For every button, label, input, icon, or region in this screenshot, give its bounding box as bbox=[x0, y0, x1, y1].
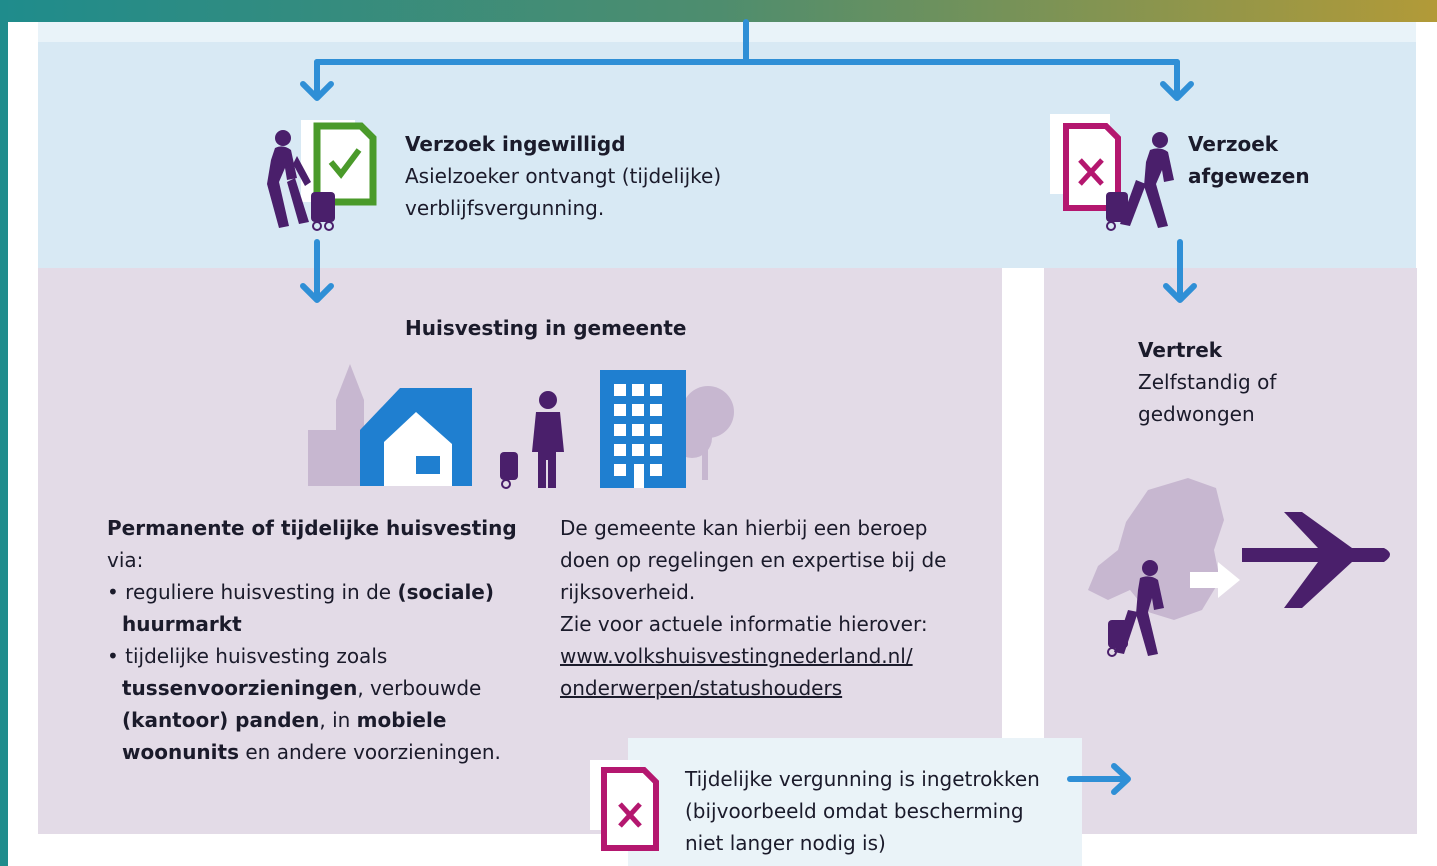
departure-block: Vertrek Zelfstandig of gedwongen bbox=[1138, 334, 1276, 430]
bullet-2-bold-1: tussenvoorzieningen bbox=[122, 676, 358, 700]
info-line-2: doen op regelingen en expertise bij de bbox=[560, 548, 947, 572]
info-line-1: De gemeente kan hierbij een beroep bbox=[560, 516, 928, 540]
top-gradient-bar bbox=[0, 0, 1437, 22]
church-icon bbox=[308, 364, 364, 486]
traveller-icon bbox=[500, 391, 564, 489]
granted-line-1: Asielzoeker ontvangt (tijdelijke) bbox=[405, 164, 722, 188]
document-cross-icon bbox=[590, 760, 659, 851]
granted-block: Verzoek ingewilligd Asielzoeker ontvangt… bbox=[405, 128, 721, 224]
document-cross-icon bbox=[1050, 114, 1174, 231]
rejected-title-2: afgewezen bbox=[1188, 164, 1310, 188]
housing-options-heading: Permanente of tijdelijke huisvesting bbox=[107, 516, 517, 540]
departure-line-1: Zelfstandig of bbox=[1138, 370, 1277, 394]
bullet-1-bold: (sociale) bbox=[397, 580, 495, 604]
bullet-2-bold-3: mobiele bbox=[356, 708, 447, 732]
bullet-2-rest-1: , verbouwde bbox=[357, 676, 482, 700]
arrow-right-icon bbox=[1190, 562, 1240, 598]
granted-title: Verzoek ingewilligd bbox=[405, 132, 626, 156]
bullet-2-text: • tijdelijke huisvesting zoals bbox=[107, 644, 388, 668]
office-building-icon bbox=[600, 370, 686, 488]
municipality-info-text: De gemeente kan hierbij een beroep doen … bbox=[560, 512, 990, 704]
housing-illustration bbox=[308, 364, 734, 489]
info-line-3: rijksoverheid. bbox=[560, 580, 696, 604]
arrow-right-icon bbox=[1111, 763, 1131, 795]
arrow-down-icon bbox=[1160, 81, 1194, 101]
decision-band-top bbox=[38, 22, 1416, 42]
rejected-block: Verzoek afgewezen bbox=[1188, 128, 1310, 192]
walking-person-icon bbox=[267, 120, 377, 231]
info-line-4: Zie voor actuele informatie hierover: bbox=[560, 612, 928, 636]
departure-illustration bbox=[1088, 478, 1390, 657]
housing-title: Huisvesting in gemeente bbox=[405, 316, 687, 340]
info-link-line-1[interactable]: www.volkshuisvestingnederland.nl/ bbox=[560, 644, 913, 668]
departure-title: Vertrek bbox=[1138, 338, 1223, 362]
revoked-line-2: (bijvoorbeeld omdat bescherming bbox=[685, 799, 1024, 823]
walking-person-icon bbox=[1107, 560, 1164, 657]
rejected-title-1: Verzoek bbox=[1188, 132, 1279, 156]
bullet-1-text: • reguliere huisvesting in de bbox=[107, 580, 398, 604]
airplane-icon bbox=[1242, 512, 1390, 608]
bullet-1-line-2: huurmarkt bbox=[122, 612, 242, 636]
revoked-note-box bbox=[628, 738, 1082, 866]
arrow-down-icon bbox=[300, 283, 334, 303]
document-check-icon bbox=[313, 122, 377, 206]
house-icon bbox=[360, 388, 472, 486]
walking-person-icon bbox=[1106, 132, 1174, 231]
arrow-down-icon bbox=[1163, 283, 1197, 303]
revoked-line-3: niet langer nodig is) bbox=[685, 831, 886, 855]
housing-options-heading-rest: via: bbox=[107, 548, 144, 572]
bullet-2-bold-2: (kantoor) panden bbox=[122, 708, 320, 732]
granted-line-2: verblijfsvergunning. bbox=[405, 196, 605, 220]
revoked-text: Tijdelijke vergunning is ingetrokken (bi… bbox=[685, 763, 1040, 859]
bullet-2-bold-4: woonunits bbox=[122, 740, 239, 764]
bullet-2-mid: , in bbox=[319, 708, 357, 732]
revoked-line-1: Tijdelijke vergunning is ingetrokken bbox=[685, 767, 1040, 791]
bullet-2-rest-2: en andere voorzieningen. bbox=[239, 740, 501, 764]
arrow-down-icon bbox=[300, 81, 334, 101]
left-accent-bar bbox=[0, 0, 8, 866]
departure-line-2: gedwongen bbox=[1138, 402, 1255, 426]
housing-options-text: Permanente of tijdelijke huisvesting via… bbox=[107, 512, 547, 768]
info-link-line-2[interactable]: onderwerpen/statushouders bbox=[560, 676, 843, 700]
